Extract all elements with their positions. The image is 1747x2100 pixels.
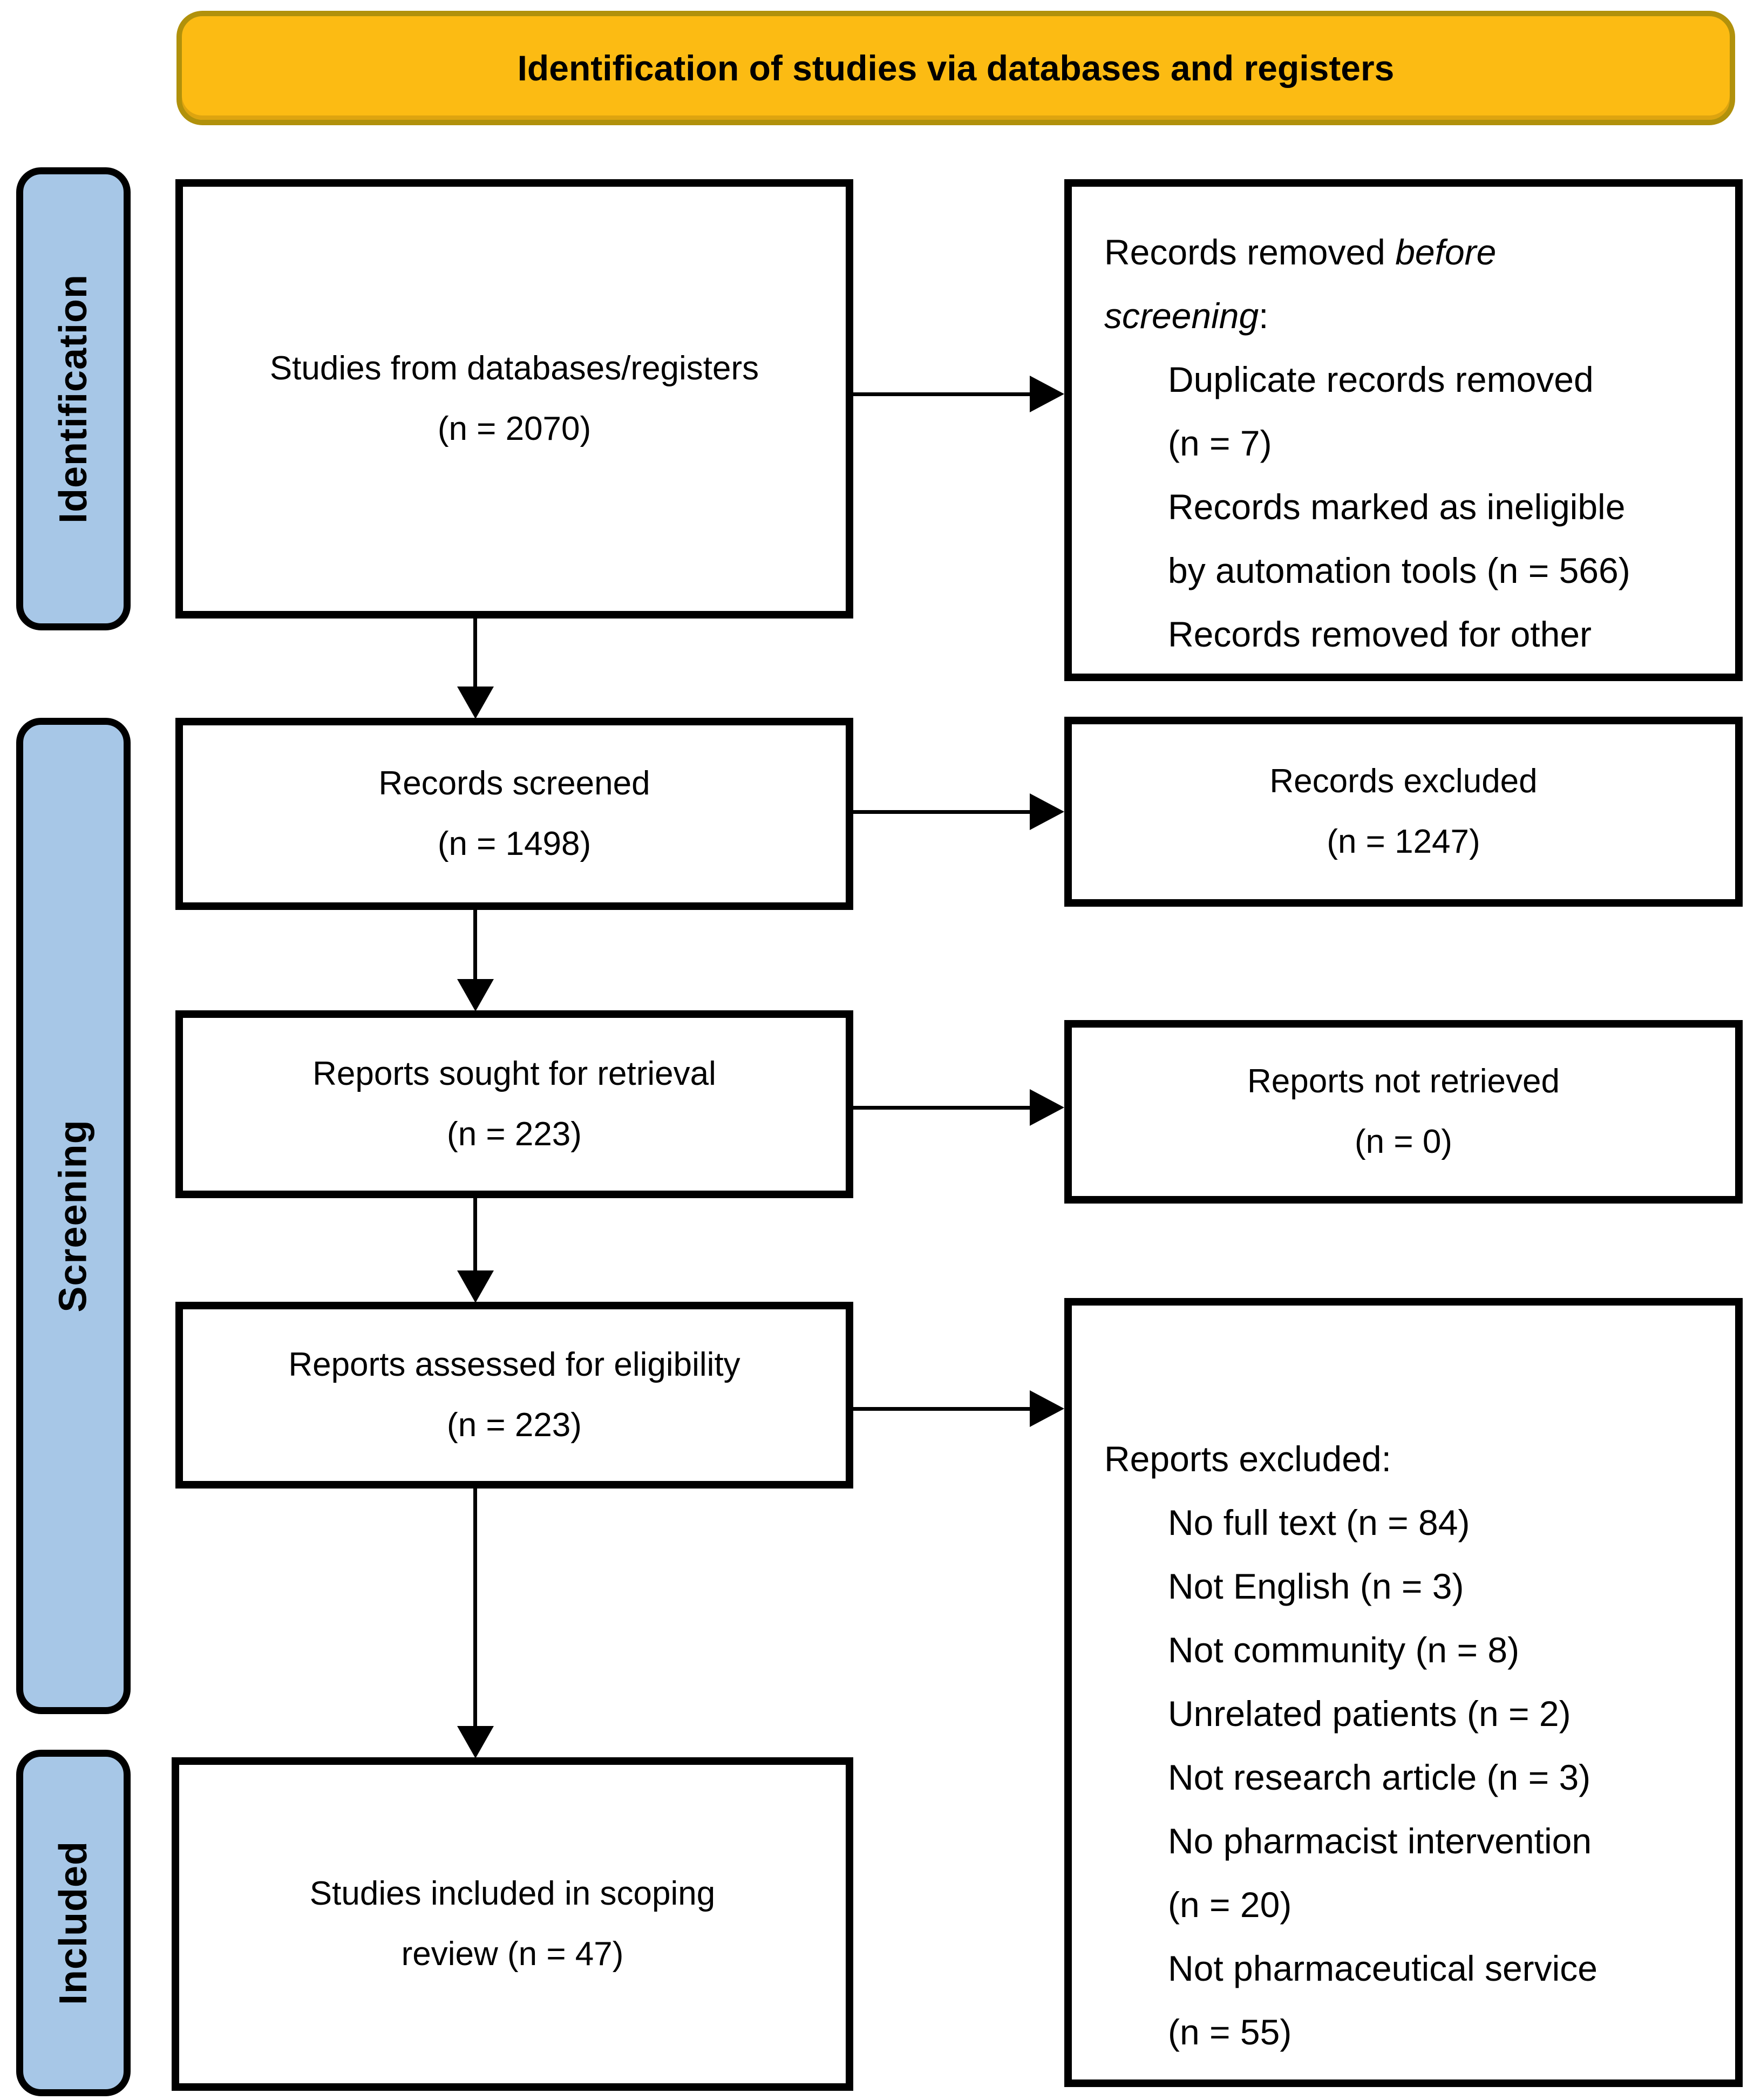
removed-item-ineligible-line1: Records marked as ineligible [1168, 487, 1626, 527]
box-studies-line2: (n = 2070) [437, 410, 592, 447]
reports-excluded-item-nopharmacist-line1: No pharmacist intervention [1168, 1821, 1592, 1861]
arrow-studies-to-removed-head [1030, 376, 1064, 412]
title-text: Identification of studies via databases … [517, 48, 1395, 88]
arrow-screened-to-sought-head [457, 979, 494, 1011]
arrow-assessed-to-included-line [473, 1489, 477, 1727]
reports-excluded-item-notservice-line1: Not pharmaceutical service [1168, 1948, 1598, 1988]
removed-item-other-line1: Records removed for other [1168, 614, 1592, 654]
reports-excluded-item-nofulltext: No full text (n = 84) [1168, 1503, 1470, 1542]
removed-item-duplicate-line1: Duplicate records removed [1168, 359, 1594, 399]
box-records-removed-before-screening: Records removed before screening: Duplic… [1064, 179, 1743, 681]
arrow-studies-to-removed-line [853, 392, 1031, 396]
arrow-screened-to-excluded-head [1030, 793, 1064, 830]
arrow-sought-to-notretrieved-head [1030, 1089, 1064, 1126]
box-reports-sought: Reports sought for retrieval (n = 223) [175, 1010, 853, 1198]
stage-label-screening-text: Screening [52, 1119, 95, 1313]
not-retrieved-line2: (n = 0) [1355, 1123, 1452, 1160]
box-reports-not-retrieved: Reports not retrieved (n = 0) [1064, 1020, 1743, 1204]
reports-excluded-item-nopharmacist-line2: (n = 20) [1168, 1885, 1292, 1925]
box-records-excluded: Records excluded (n = 1247) [1064, 717, 1743, 907]
box-reports-assessed: Reports assessed for eligibility (n = 22… [175, 1302, 853, 1489]
stage-label-included: Included [16, 1750, 131, 2096]
records-excluded-line1: Records excluded [1269, 763, 1538, 800]
arrow-sought-to-assessed-head [457, 1270, 494, 1303]
reports-excluded-item-notservice-line2: (n = 55) [1168, 2012, 1292, 2052]
not-retrieved-line1: Reports not retrieved [1247, 1063, 1560, 1100]
arrow-assessed-to-reportsexcluded-line [853, 1407, 1031, 1411]
stage-label-identification: Identification [16, 167, 131, 630]
removed-heading-normal: Records removed [1104, 232, 1396, 272]
stage-label-identification-text: Identification [52, 274, 95, 524]
reports-excluded-item-notresearch: Not research article (n = 3) [1168, 1757, 1591, 1797]
box-assessed-line1: Reports assessed for eligibility [288, 1346, 740, 1383]
box-screened-line2: (n = 1498) [437, 825, 592, 862]
arrow-screened-to-sought-line [473, 910, 477, 980]
arrow-sought-to-notretrieved-line [853, 1106, 1031, 1110]
box-reports-excluded: Reports excluded: No full text (n = 84) … [1064, 1298, 1743, 2087]
arrow-assessed-to-reportsexcluded-head [1030, 1390, 1064, 1427]
reports-excluded-item-notenglish: Not English (n = 3) [1168, 1566, 1464, 1606]
box-assessed-line2: (n = 223) [447, 1406, 582, 1444]
box-records-screened: Records screened (n = 1498) [175, 718, 853, 910]
reports-excluded-item-unrelated: Unrelated patients (n = 2) [1168, 1694, 1571, 1734]
arrow-studies-to-screened-line [473, 619, 477, 688]
box-studies-line1: Studies from databases/registers [269, 350, 759, 387]
removed-item-ineligible-line2: by automation tools (n = 566) [1168, 551, 1630, 590]
arrow-studies-to-screened-head [457, 687, 494, 719]
reports-excluded-item-notcommunity: Not community (n = 8) [1168, 1630, 1520, 1670]
arrow-assessed-to-included-head [457, 1726, 494, 1758]
removed-heading-line1: Records removed before [1072, 220, 1735, 284]
stage-label-included-text: Included [52, 1840, 96, 2006]
removed-heading-colon: : [1259, 296, 1269, 336]
arrow-screened-to-excluded-line [853, 810, 1031, 814]
records-excluded-line2: (n = 1247) [1327, 823, 1480, 860]
removed-heading-line2: screening: [1072, 284, 1735, 348]
title-banner: Identification of studies via databases … [176, 11, 1735, 125]
removed-heading-italic2: screening [1104, 296, 1259, 336]
box-sought-line2: (n = 223) [447, 1116, 582, 1153]
box-included-line1: Studies included in scoping [309, 1875, 716, 1912]
box-sought-line1: Reports sought for retrieval [312, 1055, 716, 1092]
box-included-line2: review (n = 47) [401, 1935, 624, 1973]
stage-label-screening: Screening [16, 718, 131, 1714]
arrow-sought-to-assessed-line [473, 1198, 477, 1272]
box-studies-included: Studies included in scoping review (n = … [172, 1757, 853, 2091]
removed-heading-italic1: before [1395, 232, 1497, 272]
box-screened-line1: Records screened [378, 765, 650, 802]
reports-excluded-heading: Reports excluded: [1104, 1439, 1391, 1479]
removed-item-duplicate-line2: (n = 7) [1168, 423, 1272, 463]
box-studies-from-databases: Studies from databases/registers (n = 20… [175, 179, 853, 619]
